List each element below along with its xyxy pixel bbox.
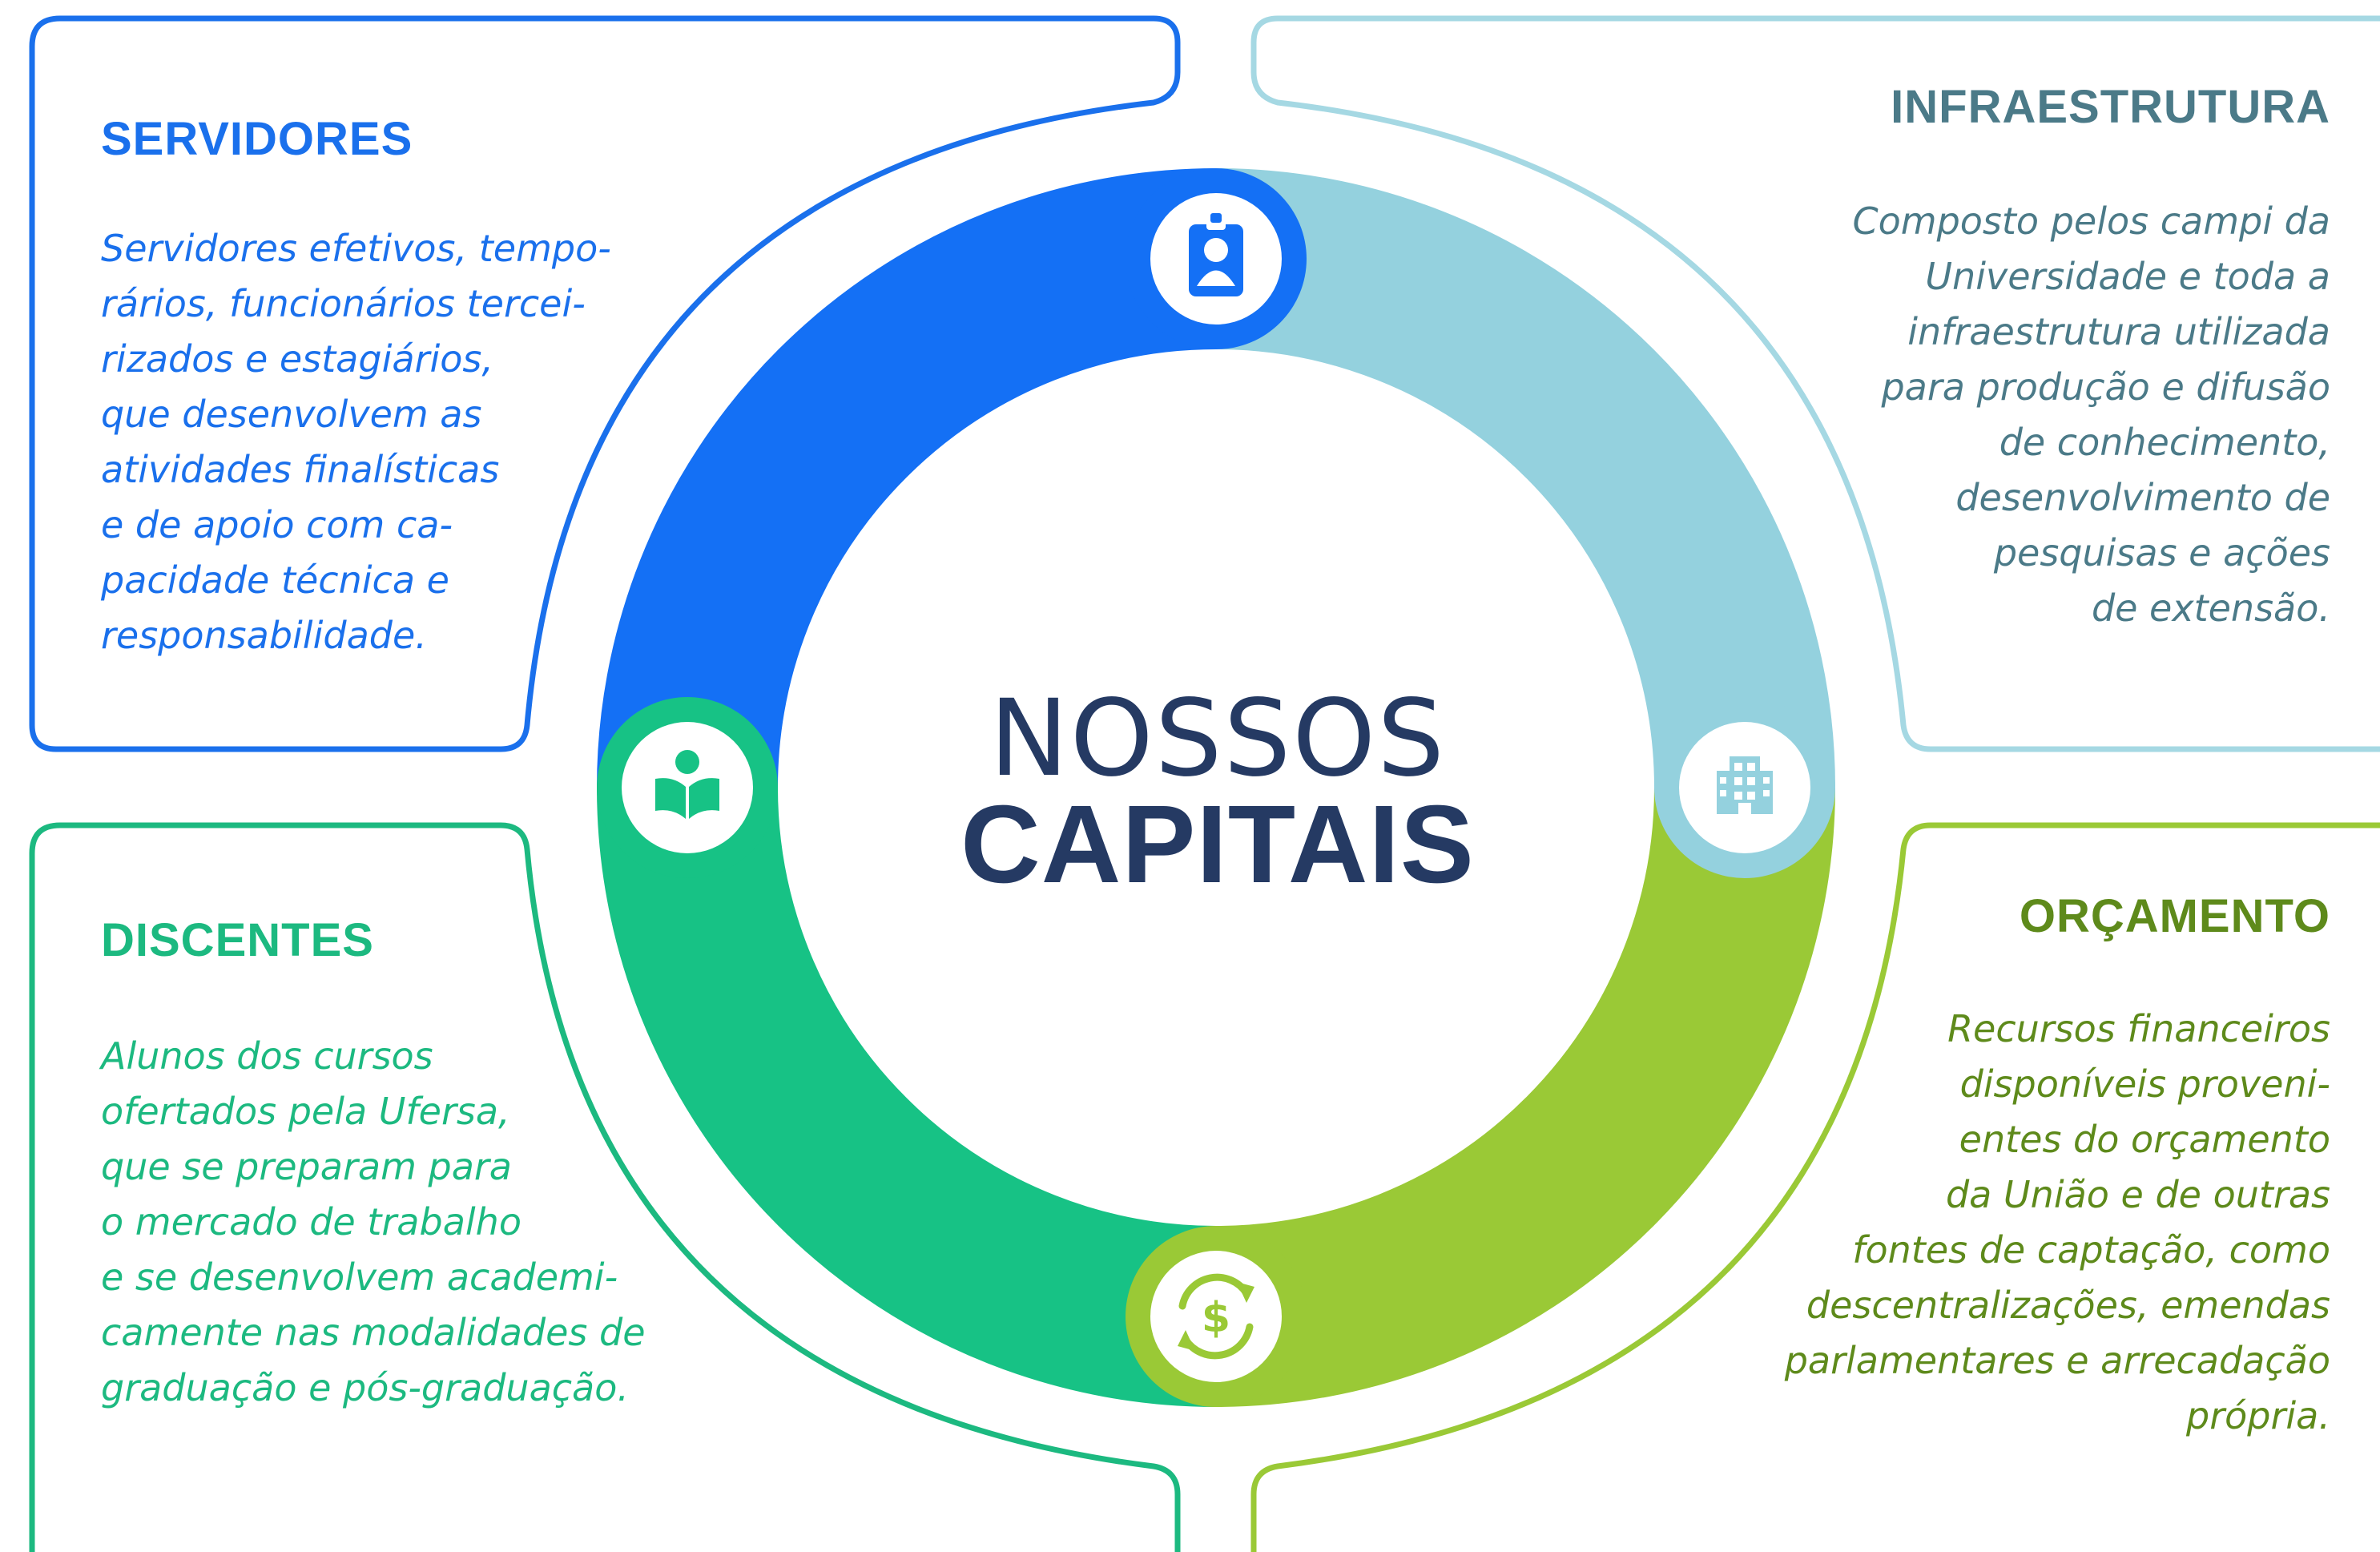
discentes-line: Alunos dos cursos [101,1034,433,1078]
servidores-line: rários, funcionários tercei- [101,282,586,325]
discentes-line: ofertados pela Ufersa, [101,1090,510,1133]
orcamento-line: fontes de captação, como [1852,1228,2330,1272]
servidores-line: pacidade técnica e [101,558,449,602]
infraestrutura-panel-frame [1250,15,2380,752]
infraestrutura-line: para produção e difusão [1881,365,2330,409]
orcamento-title: ORÇAMENTO [2019,890,2330,942]
discentes-title: DISCENTES [101,914,374,966]
servidores-line: e de apoio com ca- [101,503,453,546]
orcamento-line: Recursos financeiros [1947,1007,2330,1050]
orcamento-panel-frame [1250,822,2380,1552]
infraestrutura-line: Universidade e toda a [1925,255,2330,298]
servidores-description: Servidores efetivos, tempo- rários, func… [101,221,611,663]
svg-text:$: $ [1202,1294,1230,1342]
servidores-line: atividades finalísticas [101,448,500,491]
discentes-line: o mercado de trabalho [101,1200,522,1244]
discentes-line: e se desenvolvem academi- [101,1256,618,1299]
discentes-description: Alunos dos cursos ofertados pela Ufersa,… [101,1029,646,1416]
building-icon [1679,722,1810,853]
orcamento-line: própria. [2186,1394,2330,1437]
infraestrutura-line: infraestrutura utilizada [1907,310,2330,353]
infraestrutura-line: Composto pelos campi da [1852,200,2330,243]
orcamento-ring-segment [1215,787,1835,1407]
money-exchange-icon: $ [1150,1251,1282,1382]
orcamento-description: Recursos financeiros disponíveis proveni… [1785,1002,2330,1444]
orcamento-line: da União e de outras [1945,1173,2330,1216]
infraestrutura-line: de extensão. [2091,587,2330,630]
orcamento-line: entes do orçamento [1959,1118,2330,1161]
discentes-ring-segment [597,787,1217,1407]
infraestrutura-line: pesquisas e ações [1993,531,2330,574]
orcamento-line: disponíveis proveni- [1959,1062,2330,1106]
badge-icon [1150,193,1282,325]
orcamento-line: parlamentares e arrecadação [1784,1339,2330,1382]
infraestrutura-ring-segment [1215,168,1835,788]
servidores-ring-segment [597,168,1217,788]
center-title-line1: NOSSOS [989,677,1446,800]
infraestrutura-description: Composto pelos campi da Universidade e t… [1853,194,2330,636]
discentes-line: que se preparam para [101,1145,512,1188]
discentes-line: graduação e pós-graduação. [101,1366,630,1409]
orcamento-line: descentralizações, emendas [1806,1284,2330,1327]
servidores-line: Servidores efetivos, tempo- [101,227,611,270]
center-title-line2: CAPITAIS [960,783,1475,906]
discentes-line: camente nas modalidades de [101,1311,646,1354]
discentes-panel-frame [29,822,1181,1552]
servidores-title: SERVIDORES [101,113,413,165]
servidores-line: responsabilidade. [101,614,427,657]
infraestrutura-line: de conhecimento, [1999,421,2330,464]
reading-student-icon [622,722,753,853]
servidores-panel-frame [29,15,1181,752]
servidores-line: que desenvolvem as [101,393,482,436]
servidores-line: rizados e estagiários, [101,337,493,381]
infraestrutura-line: desenvolvimento de [1955,476,2330,519]
infraestrutura-title: INFRAESTRUTURA [1891,81,2330,133]
